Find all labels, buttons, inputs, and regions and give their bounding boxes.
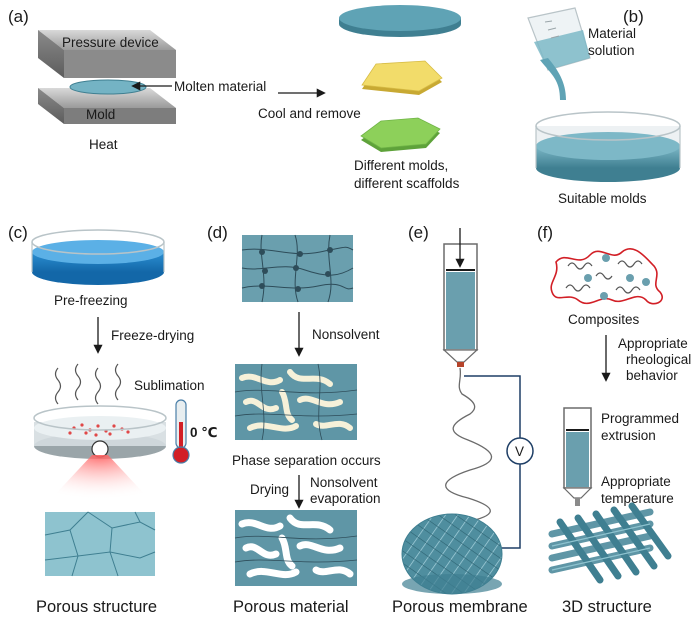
panel-f-tag: (f) (537, 223, 553, 242)
hexagon-scaffold-icon (360, 117, 441, 152)
different-molds-label: Different molds, (354, 158, 448, 173)
different-scaffolds-label: different scaffolds (354, 176, 460, 191)
mold-plate-icon (38, 88, 176, 124)
beaker-icon (527, 7, 591, 71)
phase-separation-icon (234, 363, 358, 441)
appropriate2-label: Appropriate (601, 474, 671, 489)
panel-c: (c) Pre-freezing Freeze-drying Sublimati… (8, 223, 218, 616)
panel-a: (a) Pressure device Molten material Mold… (8, 5, 461, 191)
appropriate-label: Appropriate (618, 336, 688, 351)
porous-material-caption: Porous material (233, 598, 349, 616)
material-label-1: Material (588, 26, 636, 41)
freeze-dry-dish-icon (33, 405, 167, 459)
panel-e: (e) V Porous membrane (392, 223, 534, 616)
vapor-icon (54, 363, 122, 405)
evaporation-label: evaporation (310, 491, 381, 506)
extrusion-label: extrusion (601, 428, 656, 443)
pressure-device-label: Pressure device (62, 35, 159, 50)
cool-remove-label: Cool and remove (258, 106, 361, 121)
suitable-molds-label: Suitable molds (558, 191, 647, 206)
thermometer-icon (172, 399, 190, 464)
light-beam-icon (50, 455, 150, 500)
panel-a-tag: (a) (8, 7, 29, 26)
drying-label: Drying (250, 482, 289, 497)
composites-icon (550, 248, 663, 305)
heat-label: Heat (89, 137, 118, 152)
suitable-mold-dish-icon (535, 111, 681, 182)
material-label-2: solution (588, 43, 635, 58)
nonsolvent-label: Nonsolvent (312, 327, 380, 342)
3d-structure-caption: 3D structure (562, 598, 652, 616)
pre-freezing-label: Pre-freezing (54, 293, 128, 308)
panel-d: (d) Nonsolvent (207, 223, 381, 616)
voltage-label: V (515, 444, 524, 459)
panel-d-tag: (d) (207, 223, 228, 242)
mold-label: Mold (86, 107, 115, 122)
nonsolvent2-label: Nonsolvent (310, 475, 378, 490)
freeze-drying-label: Freeze-drying (111, 328, 194, 343)
porous-membrane-caption: Porous membrane (392, 598, 528, 616)
sublimation-label: Sublimation (134, 378, 205, 393)
programmed-label: Programmed (601, 411, 679, 426)
panel-c-tag: (c) (8, 223, 28, 242)
pentagon-scaffold-icon (361, 60, 443, 95)
porous-structure-icon (44, 511, 156, 577)
voltage-source-icon (506, 437, 534, 465)
porous-material-icon (234, 510, 358, 586)
panel-b-tag: (b) (623, 7, 644, 26)
syringe-icon (442, 243, 479, 367)
molten-material-label: Molten material (174, 79, 266, 94)
porous-structure-caption: Porous structure (36, 598, 157, 616)
rheological-label: rheological (626, 352, 691, 367)
voltage-circuit (464, 375, 521, 549)
prefreeze-dish-icon (31, 229, 165, 285)
phase-separation-label: Phase separation occurs (232, 453, 381, 468)
polymer-network-icon (241, 234, 354, 303)
composites-label: Composites (568, 312, 640, 327)
lattice-structure-icon (548, 502, 672, 584)
molten-material-icon (69, 79, 147, 95)
fiber-membrane-icon (401, 513, 503, 595)
panel-f: (f) Composites Appropriate rheological b… (537, 223, 691, 616)
panel-e-tag: (e) (408, 223, 429, 242)
behavior-label: behavior (626, 368, 678, 383)
pressure-plate-icon (38, 30, 176, 78)
extrusion-syringe-icon (562, 407, 593, 506)
panel-b: (b) Material solution Suitable molds (527, 7, 681, 206)
electrospin-jet-icon (445, 367, 493, 523)
temperature-label: 0 ℃ (190, 425, 218, 440)
disc-scaffold-icon (339, 5, 461, 37)
pouring-stream-icon (540, 58, 566, 100)
temperature-f-label: temperature (601, 491, 674, 506)
